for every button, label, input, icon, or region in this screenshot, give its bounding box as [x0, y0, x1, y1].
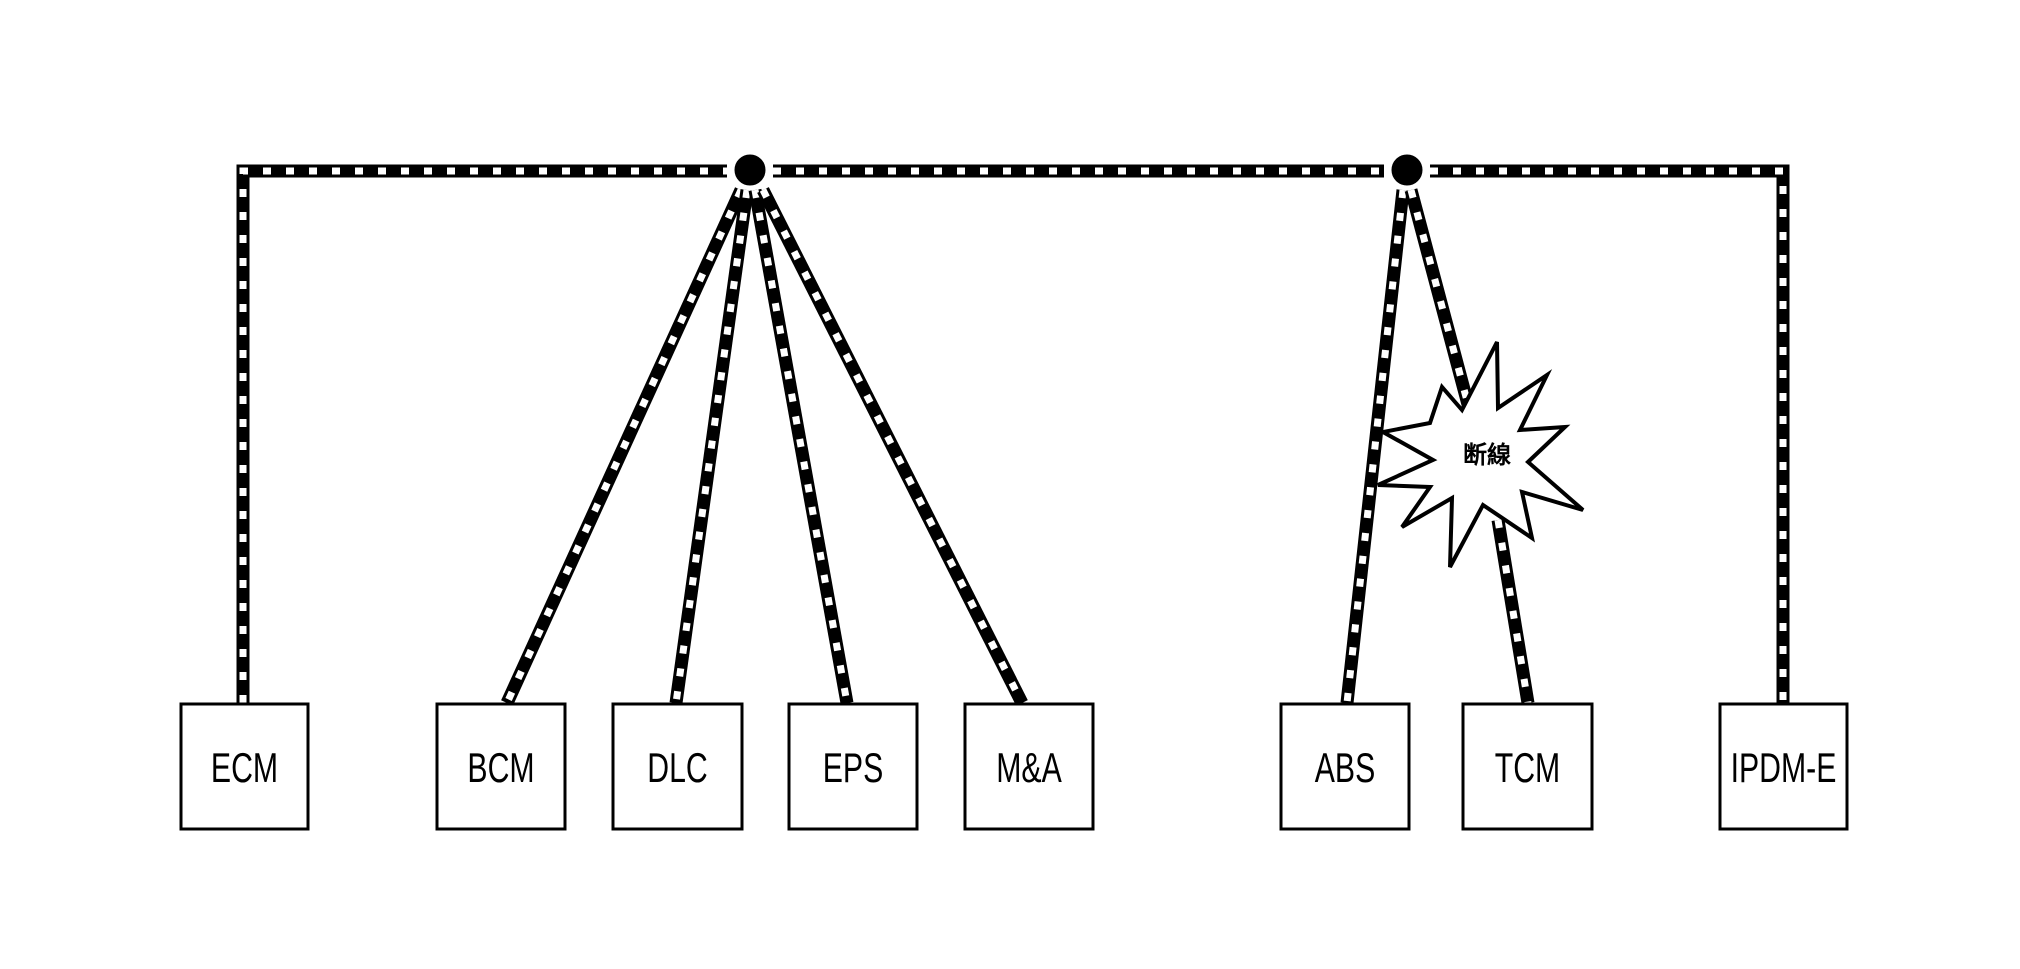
junctions: [731, 151, 1426, 189]
module-label: ABS: [1315, 744, 1375, 791]
module-box: [963, 702, 1095, 831]
wire-branch-tcm-upper: [1404, 188, 1477, 414]
wire-branch-bcm: [501, 187, 747, 706]
wire-dash-pattern: [239, 167, 727, 703]
module-label: EPS: [823, 744, 883, 791]
module-bcm: BCM: [435, 702, 567, 831]
wire-branch-ma: [757, 187, 1028, 706]
module-abs: ABS: [1279, 702, 1411, 831]
wire-dash-pattern: [1343, 189, 1407, 704]
module-box: [787, 702, 919, 831]
module-label: IPDM-E: [1731, 744, 1837, 791]
wire-dash-pattern: [672, 189, 751, 704]
module-eps: EPS: [787, 702, 919, 831]
wire-dash-pattern: [1430, 167, 1787, 703]
modules: ECM BCM DLC EPS M&A ABS TCM IPDM-E: [179, 702, 1849, 831]
module-tcm: TCM: [1461, 702, 1594, 831]
wire-branch-tcm-lower: [1491, 518, 1535, 705]
wire-dash-pattern: [751, 189, 851, 704]
wire-stroke: [1404, 188, 1477, 414]
module-box: [611, 702, 744, 831]
bus-wires: [236, 164, 1790, 706]
module-label: M&A: [996, 744, 1062, 791]
wire-dash-pattern: [759, 188, 1026, 705]
wire-dash-pattern: [1494, 519, 1532, 704]
module-label: TCM: [1495, 744, 1560, 791]
module-label: DLC: [647, 744, 707, 791]
wire-branch-abs: [1340, 189, 1410, 704]
wire-break-label: 断線: [1463, 441, 1511, 469]
wire-bus-top-left: [236, 164, 727, 703]
wire-branch-eps: [748, 188, 854, 705]
module-m-a: M&A: [963, 702, 1095, 831]
module-box: [179, 702, 310, 831]
module-box: [435, 702, 567, 831]
wire-dash-pattern: [503, 188, 745, 705]
module-box: [1718, 702, 1849, 831]
wire-dash-pattern: [1407, 189, 1474, 413]
junction-point-1: [731, 151, 769, 189]
module-dlc: DLC: [611, 702, 744, 831]
junction-point-2: [1388, 151, 1426, 189]
starburst-icon: [1377, 341, 1585, 568]
module-label: ECM: [211, 744, 278, 791]
module-label: BCM: [467, 744, 534, 791]
module-ecm: ECM: [179, 702, 310, 831]
module-box: [1461, 702, 1594, 831]
wire-stroke: [236, 164, 727, 703]
wire-break-marker: 断線: [1377, 341, 1585, 568]
module-ipdm-e: IPDM-E: [1718, 702, 1849, 831]
wire-bus-top-right: [1430, 164, 1790, 703]
wire-branch-dlc: [669, 189, 754, 704]
module-box: [1279, 702, 1411, 831]
